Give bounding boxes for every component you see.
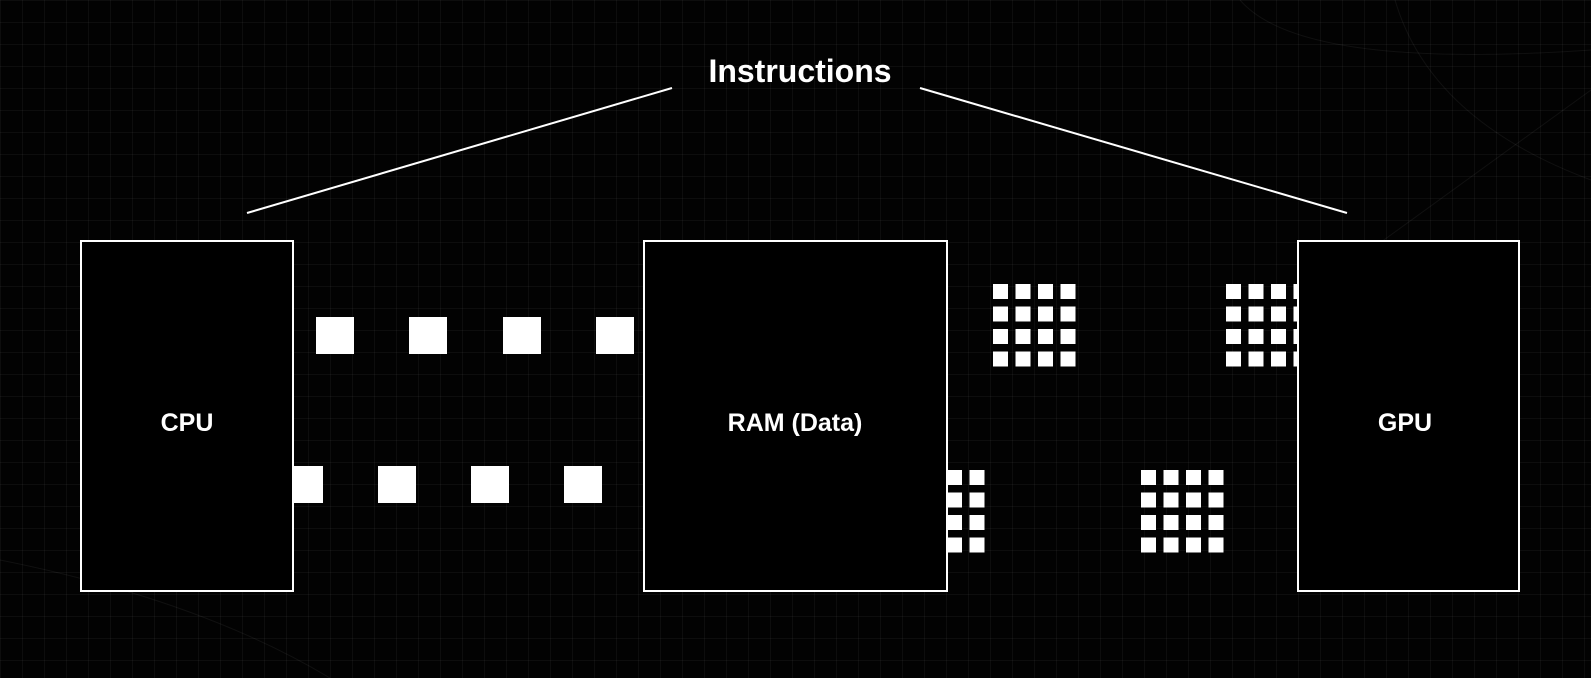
instructions-line-to-gpu — [919, 87, 1348, 214]
data-block — [1248, 351, 1264, 367]
instructions-label: Instructions — [708, 53, 891, 89]
data-block — [993, 306, 1008, 322]
data-block — [1141, 470, 1156, 485]
data-block — [1208, 515, 1224, 530]
data-block — [1060, 351, 1076, 367]
data-block — [1248, 284, 1264, 299]
gpu-box — [1297, 240, 1520, 592]
data-block — [993, 284, 1008, 299]
data-block — [1226, 284, 1241, 299]
ram-box — [643, 240, 948, 592]
data-block — [1271, 306, 1286, 322]
data-block — [1186, 492, 1201, 508]
data-block — [1015, 351, 1031, 367]
data-block — [1015, 306, 1031, 322]
cpu-box — [80, 240, 294, 592]
data-packet — [503, 317, 541, 354]
data-block — [993, 351, 1008, 367]
data-block-grid — [1226, 284, 1309, 367]
data-block — [969, 492, 985, 508]
data-block — [1208, 470, 1224, 485]
data-block — [947, 492, 962, 508]
data-block — [969, 537, 985, 553]
data-block — [1038, 329, 1053, 344]
data-block — [1060, 329, 1076, 344]
data-block — [1226, 329, 1241, 344]
data-block — [1226, 306, 1241, 322]
instructions-line-to-cpu — [246, 87, 673, 214]
data-block — [1271, 329, 1286, 344]
data-block — [1248, 306, 1264, 322]
data-packet — [564, 466, 602, 503]
data-block — [1141, 537, 1156, 553]
data-block — [1141, 515, 1156, 530]
cpu-ram-transfer — [286, 317, 634, 503]
data-block — [1248, 329, 1264, 344]
data-block — [1271, 351, 1286, 367]
data-block — [1015, 329, 1031, 344]
data-block — [947, 515, 962, 530]
data-block — [1208, 537, 1224, 553]
data-block — [969, 515, 985, 530]
data-packet — [316, 317, 354, 354]
data-packet — [378, 466, 416, 503]
data-block — [1271, 284, 1286, 299]
data-block — [1038, 284, 1053, 299]
data-block — [1163, 470, 1179, 485]
data-block-grid — [947, 470, 985, 553]
data-block — [1186, 515, 1201, 530]
ram-gpu-transfer — [947, 284, 1309, 553]
data-block — [1038, 306, 1053, 322]
data-block — [947, 537, 962, 553]
data-block — [1163, 515, 1179, 530]
data-block-grid — [1141, 470, 1224, 553]
data-block — [1038, 351, 1053, 367]
data-block — [993, 329, 1008, 344]
cpu-label: CPU — [161, 409, 214, 437]
data-block — [1226, 351, 1241, 367]
data-packet — [471, 466, 509, 503]
data-packet — [409, 317, 447, 354]
data-block — [1163, 492, 1179, 508]
data-block — [1163, 537, 1179, 553]
ram-label: RAM (Data) — [728, 409, 863, 437]
data-block-grid — [993, 284, 1076, 367]
data-block — [1060, 306, 1076, 322]
data-block — [947, 470, 962, 485]
data-block — [1186, 537, 1201, 553]
gpu-label: GPU — [1378, 409, 1432, 437]
data-block — [1015, 284, 1031, 299]
data-block — [1186, 470, 1201, 485]
data-block — [1208, 492, 1224, 508]
data-block — [1141, 492, 1156, 508]
data-packet — [596, 317, 634, 354]
data-block — [1060, 284, 1076, 299]
data-block — [969, 470, 985, 485]
